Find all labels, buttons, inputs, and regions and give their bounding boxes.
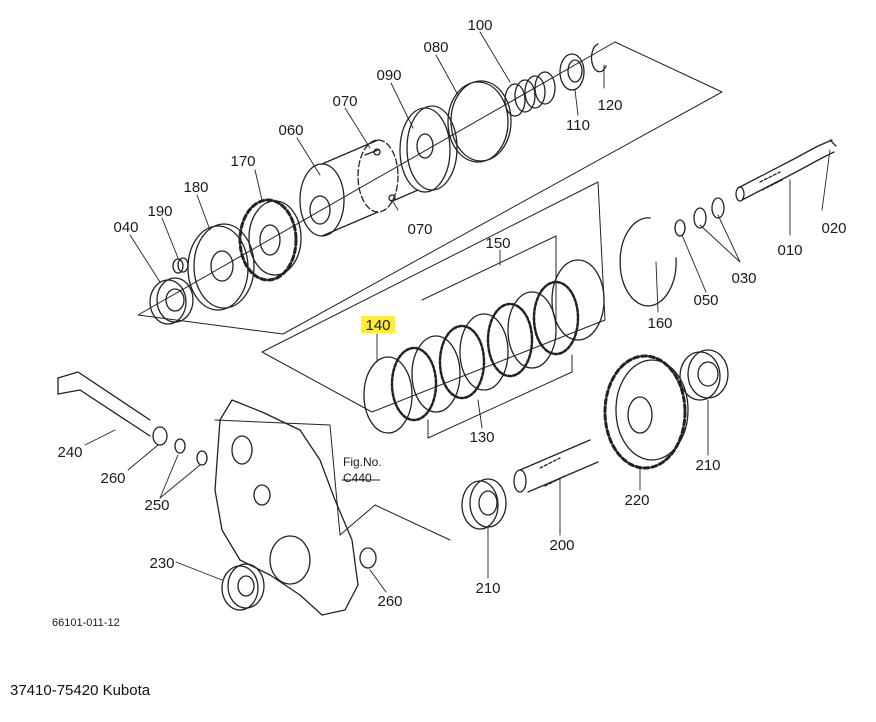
callout-label: 170 <box>230 153 255 170</box>
highlight-box <box>361 316 395 333</box>
callout-label: 070 <box>407 221 432 238</box>
clutch-plates <box>363 259 605 434</box>
shaft-240 <box>57 371 151 437</box>
bushing-190 <box>172 257 189 274</box>
callout-label: 070 <box>332 93 357 110</box>
washer-110 <box>559 53 585 91</box>
callout-label: 160 <box>647 315 672 332</box>
snap-ring-160 <box>619 217 677 307</box>
callout-label: 100 <box>467 17 492 34</box>
callout-label: 210 <box>695 457 720 474</box>
ring-050 <box>674 219 686 237</box>
callout-label: 220 <box>624 492 649 509</box>
seal-260-right <box>359 547 377 569</box>
callout-label: 080 <box>423 39 448 56</box>
gear-170 <box>238 198 302 282</box>
seal-260-left <box>152 426 168 446</box>
callout-label: 190 <box>147 203 172 220</box>
callout-label: 040 <box>113 219 138 236</box>
callout-label: 050 <box>693 292 718 309</box>
callout-label: 210 <box>475 580 500 597</box>
gear-220 <box>603 354 689 470</box>
callout-label: 030 <box>731 270 756 287</box>
lower-frame <box>214 419 451 541</box>
ring-030a <box>693 207 707 229</box>
bearing-210-upper <box>679 349 729 401</box>
fig-ref-label: C440 <box>343 471 372 485</box>
callout-label: 240 <box>57 444 82 461</box>
leader-lines <box>84 31 831 593</box>
bearing-040 <box>149 277 194 325</box>
transmission-case <box>214 399 359 616</box>
bearing-210-lower <box>461 478 507 530</box>
snap-ring-120 <box>590 43 607 73</box>
clutch-pack-frame <box>261 181 606 413</box>
drawing-id: 66101-011-12 <box>52 617 120 629</box>
callout-label: 260 <box>100 470 125 487</box>
drum-060 <box>299 139 399 237</box>
callout-labels: 100 080 090 070 060 170 180 190 040 120 … <box>57 17 846 610</box>
ring-250a <box>174 438 186 454</box>
part-caption: 37410-75420 Kubota <box>10 682 151 699</box>
plug-020 <box>829 139 837 147</box>
ring-250b <box>196 450 208 466</box>
callout-label: 260 <box>377 593 402 610</box>
oring-080 <box>447 81 509 163</box>
ring-030b <box>711 197 725 219</box>
shaft-200 <box>513 439 599 493</box>
upper-assembly-frame <box>137 41 723 335</box>
pins-070 <box>364 148 419 202</box>
callout-label: 060 <box>278 122 303 139</box>
callout-label: 230 <box>149 555 174 572</box>
callout-label: 150 <box>485 235 510 252</box>
spring-100 <box>504 71 556 117</box>
callout-label: 090 <box>376 67 401 84</box>
callout-label: 130 <box>469 429 494 446</box>
piston-090 <box>399 105 458 193</box>
callout-label: 200 <box>549 537 574 554</box>
callout-label: 120 <box>597 97 622 114</box>
callout-label: 110 <box>566 117 590 134</box>
callout-label: 180 <box>183 179 208 196</box>
callout-label: 010 <box>777 242 802 259</box>
callout-label-highlighted: 140 <box>365 317 390 334</box>
callout-label: 250 <box>144 497 169 514</box>
fig-no-label: Fig.No. <box>343 455 382 469</box>
shaft-010 <box>735 139 835 202</box>
bearing-230 <box>221 563 265 611</box>
bracket-130 <box>427 354 573 439</box>
callout-label: 020 <box>821 220 846 237</box>
